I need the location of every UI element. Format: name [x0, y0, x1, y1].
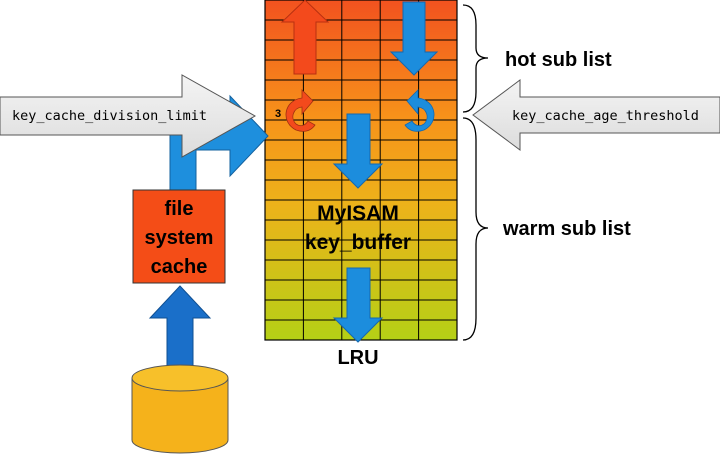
buffer-label-line2: key_buffer [305, 231, 411, 254]
age-threshold-arrow: key_cache_age_threshold [472, 79, 720, 151]
hot-sub-list-label: hot sub list [505, 49, 612, 71]
marker-label: 3 [275, 108, 281, 120]
evict-down-arrow [332, 267, 384, 343]
lru-label: LRU [337, 347, 378, 369]
division-limit-label: key_cache_division_limit [12, 108, 207, 124]
cache-label-line1: file [165, 198, 194, 220]
cache-label-line3: cache [151, 256, 208, 278]
promote-up-arrow [280, 0, 330, 75]
insert-arrow [389, 1, 439, 76]
age-threshold-label: key_cache_age_threshold [512, 108, 699, 124]
buffer-label-line1: MyISAM [317, 202, 399, 225]
warm-sub-list-label: warm sub list [502, 218, 631, 240]
curved-arrow-icon [285, 89, 316, 132]
warm-sub-list-bracket [462, 117, 489, 341]
division-limit-arrow: key_cache_division_limit [0, 74, 257, 158]
read-from-disk-arrow [148, 285, 212, 373]
hot-sub-list-bracket [462, 4, 489, 113]
age-down-arrow [332, 113, 384, 189]
cache-label-line2: system [145, 227, 214, 249]
disk-cylinder-icon [131, 364, 229, 454]
curved-arrow-icon [404, 89, 435, 132]
file-system-cache-box: file system cache [132, 189, 226, 284]
